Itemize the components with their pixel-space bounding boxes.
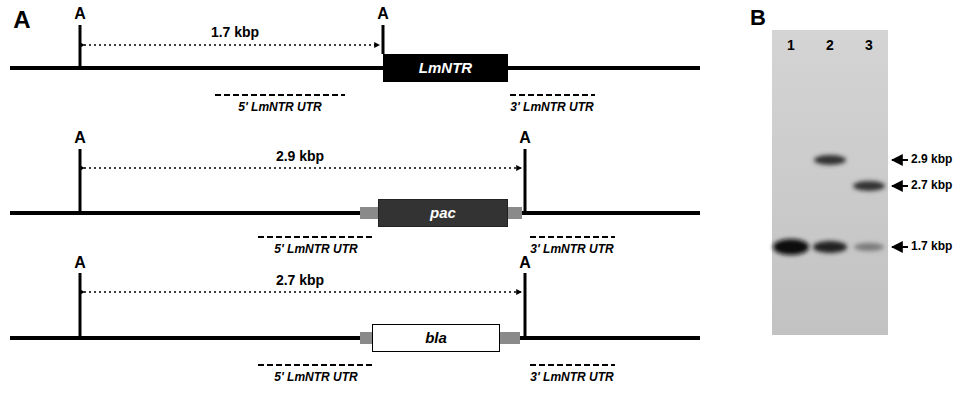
probe-region [530,236,615,238]
panel-label: A [13,7,30,33]
restriction-site-label: A [377,5,389,23]
restriction-site-tick [524,273,527,338]
probe-label: 3' LmNTR UTR [530,371,614,384]
probe-region [258,236,375,238]
genomic-locus-line [10,336,700,340]
lane-number: 2 [826,38,834,53]
southern-blot [772,30,888,335]
distance-arrow [84,291,521,293]
restriction-site-tick [382,25,385,54]
restriction-site-tick [524,149,527,213]
restriction-site-tick [79,149,82,213]
gene-box: LmNTR [383,54,508,82]
band-size: 2.7 kbp [911,179,952,192]
flank-region [508,207,522,219]
blot-band [854,243,884,251]
probe-label: 5' LmNTR UTR [274,371,358,384]
probe-region [258,364,375,366]
band-pointer-arrow [892,159,908,161]
blot-band [813,241,847,253]
flank-region [500,332,520,344]
distance-arrow [84,167,521,169]
probe-region [530,364,615,366]
panel-label: B [750,6,766,30]
restriction-site-tick [79,25,82,68]
fragment-size: 2.9 kbp [273,149,327,164]
band-pointer-arrow [892,185,908,187]
lane-number: 1 [787,38,795,53]
probe-label: 5' LmNTR UTR [238,101,322,114]
probe-region [215,94,345,96]
gene-box: bla [372,324,500,352]
restriction-site-label: A [74,129,86,147]
probe-label: 3' LmNTR UTR [510,101,594,114]
restriction-site-label: A [74,254,86,272]
probe-label: 5' LmNTR UTR [274,243,358,256]
blot-band [773,239,809,255]
restriction-site-label: A [519,129,531,147]
blot-band [853,181,885,191]
flank-region [360,332,372,344]
gene-name: pac [430,205,456,222]
probe-label: 3' LmNTR UTR [530,243,614,256]
band-size: 1.7 kbp [911,240,952,253]
gene-box: pac [378,199,508,227]
gene-name: LmNTR [419,60,472,77]
lane-number: 3 [865,38,873,53]
distance-arrow [84,44,379,46]
restriction-site-label: A [74,5,86,23]
genomic-locus-line [10,211,700,215]
band-size: 2.9 kbp [911,153,952,166]
restriction-site-label: A [519,254,531,272]
probe-region [510,94,595,96]
genomic-locus-line [10,66,700,70]
fragment-size: 2.7 kbp [273,273,327,288]
flank-region [360,207,378,219]
band-pointer-arrow [892,246,908,248]
blot-band [814,155,846,165]
fragment-size: 1.7 kbp [208,25,262,40]
gene-name: bla [425,330,447,347]
restriction-site-tick [79,273,82,338]
